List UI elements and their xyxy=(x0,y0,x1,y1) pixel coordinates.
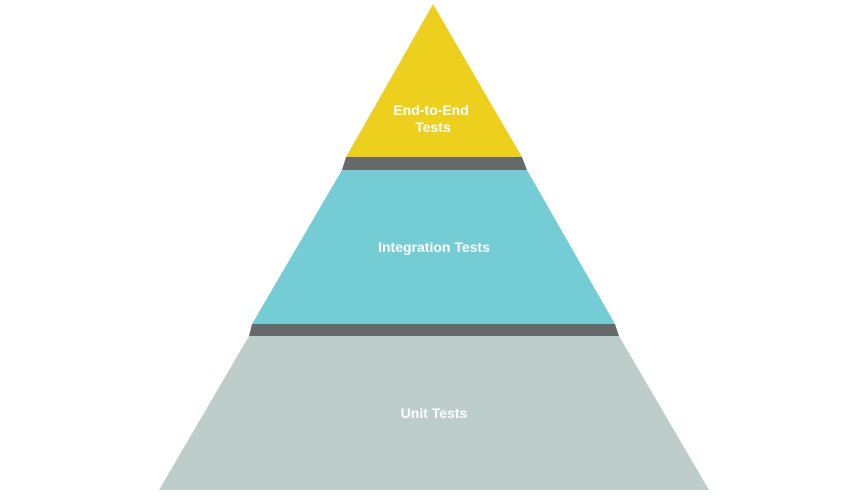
tier-end-to-end xyxy=(346,4,522,157)
tier-unit xyxy=(159,336,709,490)
tier-end-to-end-label-line-1: End-to-End xyxy=(393,102,468,118)
tier-end-to-end-label-line-2: Tests xyxy=(415,119,451,135)
tier-integration-label-line-1: Integration Tests xyxy=(378,239,490,255)
tier-end-to-end-label: End-to-End Tests xyxy=(393,102,472,135)
tier-integration xyxy=(252,170,615,324)
tier-unit-label: Unit Tests xyxy=(401,405,468,421)
tier-integration-label: Integration Tests xyxy=(378,239,490,255)
tier-connector-top xyxy=(342,157,527,170)
tier-unit-label-line-1: Unit Tests xyxy=(401,405,468,421)
tier-connector-bottom xyxy=(249,324,619,336)
